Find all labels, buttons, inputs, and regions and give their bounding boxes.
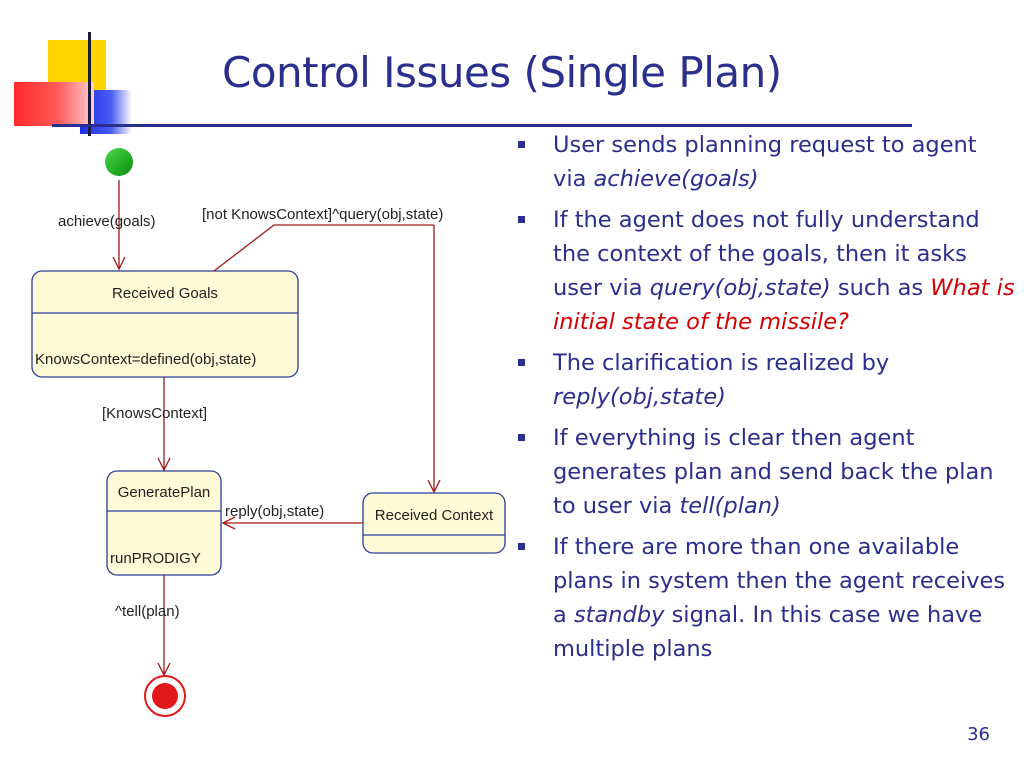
bullet-text: If everything is clear then agent genera… xyxy=(553,425,994,519)
state-received-goals-activity: KnowsContext=defined(obj,state) xyxy=(35,351,256,368)
label-reply: reply(obj,state) xyxy=(225,503,324,520)
bullet-code: reply(obj,state) xyxy=(553,384,726,410)
title-underline xyxy=(52,124,912,127)
bullet-item: If there are more than one available pla… xyxy=(510,530,1015,666)
arrowhead-tell xyxy=(157,662,171,677)
bullet-marker xyxy=(518,359,525,366)
bullet-code: query(obj,state) xyxy=(649,275,831,301)
bullet-text: such as xyxy=(830,275,931,301)
bullet-example: What is initial state of the missile? xyxy=(553,275,1015,335)
bullet-list: User sends planning request to agent via… xyxy=(510,128,1015,673)
query-note-connector xyxy=(213,224,275,272)
initial-node xyxy=(105,148,133,176)
bullet-text: If there are more than one available pla… xyxy=(553,534,1006,628)
bullet-marker xyxy=(518,216,525,223)
bullet-item: If the agent does not fully understand t… xyxy=(510,203,1015,339)
arrowhead-achieve xyxy=(112,256,126,271)
label-achieve: achieve(goals) xyxy=(58,213,156,230)
state-received-context-name: Received Context xyxy=(375,507,494,524)
slide-title: Control Issues (Single Plan) xyxy=(222,48,782,97)
logo-red-bar xyxy=(14,82,94,126)
bullet-marker xyxy=(518,434,525,441)
bullet-text: The clarification is realized by xyxy=(553,350,890,376)
label-tell: ^tell(plan) xyxy=(115,603,180,620)
arrowhead-knows-context xyxy=(157,457,171,472)
bullet-code: standby xyxy=(573,602,665,628)
state-generate-plan-activity: runPRODIGY xyxy=(110,550,201,567)
state-generate-plan-name: GeneratePlan xyxy=(118,484,211,501)
bullet-text: If the agent does not fully understand t… xyxy=(553,207,980,301)
state-received-goals xyxy=(31,270,299,378)
bullet-item: If everything is clear then agent genera… xyxy=(510,421,1015,523)
logo-vertical-line xyxy=(88,32,91,136)
bullet-marker xyxy=(518,141,525,148)
state-diagram: achieve(goals) Received Goals KnowsConte… xyxy=(31,148,506,717)
bullet-marker xyxy=(518,543,525,550)
bullet-item: The clarification is realized by reply(o… xyxy=(510,346,1015,414)
label-knows-context: [KnowsContext] xyxy=(102,405,207,422)
logo xyxy=(0,0,160,140)
final-node-inner xyxy=(152,683,178,709)
page-number: 36 xyxy=(967,724,990,745)
bullet-text: signal. In this case we have multiple pl… xyxy=(553,602,983,662)
arrowhead-query xyxy=(427,479,441,494)
state-received-goals-name: Received Goals xyxy=(112,285,218,302)
arrowhead-reply xyxy=(221,516,236,530)
bullet-item: User sends planning request to agent via… xyxy=(510,128,1015,196)
bullet-text: User sends planning request to agent via xyxy=(553,132,977,192)
bullet-code: tell(plan) xyxy=(679,493,781,519)
bullet-code: achieve(goals) xyxy=(593,166,759,192)
label-query: [not KnowsContext]^query(obj,state) xyxy=(202,206,443,223)
